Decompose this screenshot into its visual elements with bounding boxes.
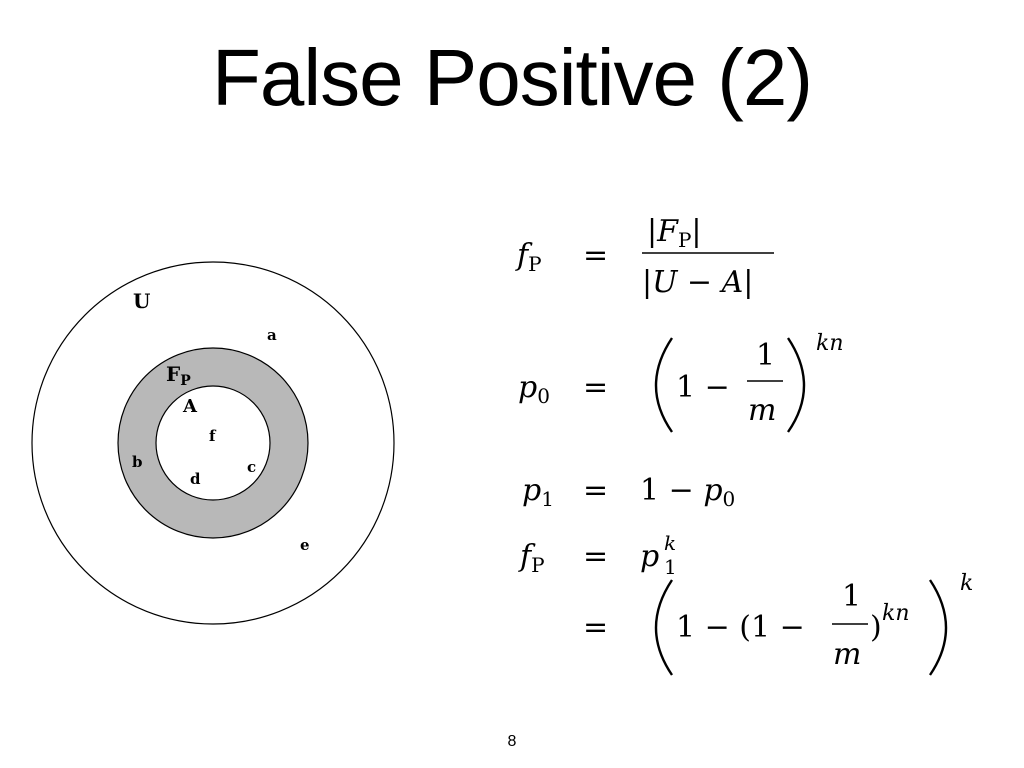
set-a-label: A [182,396,198,417]
equations: fP = |FP| |U − A| p0 = 1 − 1 m kn p1 = 1… [515,214,973,676]
set-a-circle [155,385,271,501]
numerator-var: F [656,214,679,249]
equals-sign: = [583,370,608,405]
element-f-label: f [209,427,217,445]
svg-text:1 − p0: 1 − p0 [640,473,735,511]
set-diagram: U a FP A f b c d e [31,261,395,625]
fp-subscript: P [531,553,544,577]
fraction-numerator: 1 [756,338,775,373]
svg-text:|FP|: |FP| [647,214,702,252]
one-minus: 1 − [676,370,730,405]
p1-subscript: 1 [541,487,554,511]
p0-term: p [703,473,722,508]
svg-text:fP: fP [518,539,545,577]
svg-text:p1: p1 [522,473,554,511]
equals-sign: = [583,539,608,574]
fraction-denominator: m [833,637,861,672]
equation-p0: p0 = 1 − 1 m kn [518,331,844,433]
element-e-label: e [300,536,310,554]
denominator: |U − A| [642,265,753,300]
equals-sign: = [583,473,608,508]
equals-sign: = [583,610,608,645]
equation-p1: p1 = 1 − p0 [522,473,735,511]
close-paren-small: ) [870,610,882,645]
equals-sign: = [583,238,608,273]
element-c-label: c [247,458,256,476]
p0-term-subscript: 0 [723,487,736,511]
one-minus: 1 − [640,473,694,508]
equation-fp-power: fP = p k 1 [518,531,677,579]
equation-fp-expanded: = 1 − (1 − 1 m ) kn k [583,571,973,676]
inner-exponent: kn [882,601,910,626]
inner-expression: 1 − (1 − [676,610,805,645]
fraction-numerator: 1 [842,579,861,614]
fp-subscript: P [528,252,541,276]
universe-label: U [133,289,150,313]
fraction-denominator: m [748,393,776,428]
outer-exponent: k [960,571,973,596]
fp-set-subscript: P [180,373,191,389]
exponent: kn [816,331,844,356]
equation-fp-definition: fP = |FP| |U − A| [515,214,774,300]
slide-title: False Positive (2) [212,33,813,122]
left-paren [654,579,673,676]
p1-symbol: p [522,473,541,508]
element-b-label: b [132,453,143,471]
right-paren [787,337,806,433]
numerator-bar-close: | [691,214,701,249]
right-paren [929,579,948,676]
element-d-label: d [190,470,201,488]
numerator-sub: P [678,228,691,252]
page-number: 8 [507,733,517,750]
p1-base-subscript: 1 [664,555,677,579]
p0-subscript: 0 [537,384,550,408]
p1-base: p [640,539,659,574]
svg-text:p0: p0 [518,370,550,408]
svg-text:fP: fP [515,238,542,276]
p0-symbol: p [518,370,537,405]
false-positive-set-label: FP [166,362,191,389]
p1-superscript: k [664,531,676,555]
numerator-bar-open: | [647,214,657,249]
left-paren [654,337,673,433]
fp-set-letter: F [166,362,180,386]
element-a-label: a [267,326,277,344]
